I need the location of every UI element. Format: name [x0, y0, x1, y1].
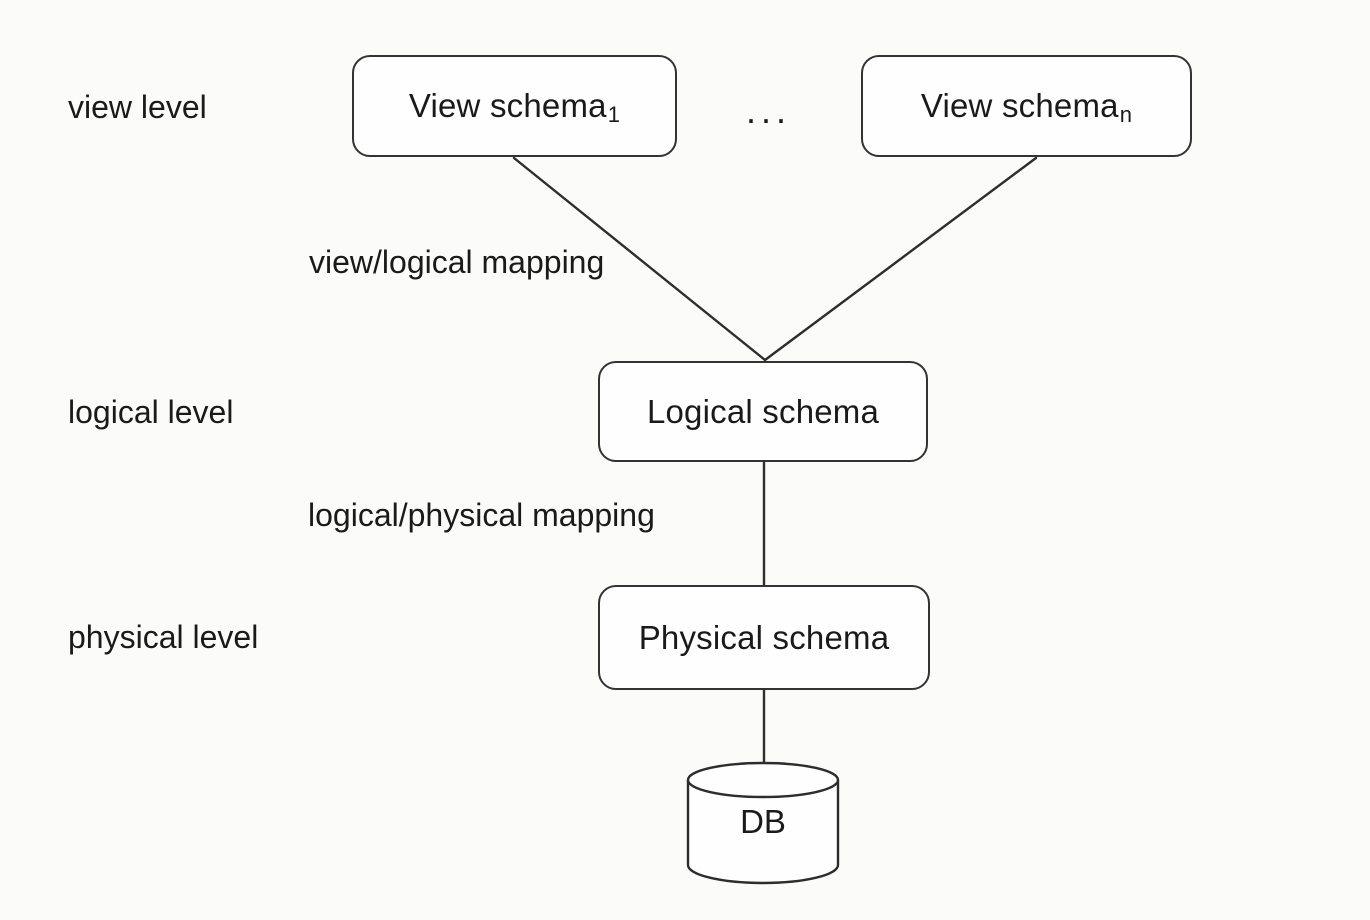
mapping-label-logical-physical: logical/physical mapping: [308, 497, 655, 533]
mapping-label-view-logical: view/logical mapping: [309, 244, 605, 280]
box-view-schema-1-label: View schema: [408, 87, 607, 124]
level-label-physical: physical level: [68, 619, 259, 655]
box-view-schema-1-subscript: 1: [607, 102, 621, 127]
db-cylinder: [686, 761, 840, 885]
ellipsis-dots: ...: [746, 90, 792, 131]
box-view-schema-n-label: View schema: [920, 87, 1119, 124]
box-logical-schema: Logical schema: [598, 361, 928, 462]
box-view-schema-n-subscript: n: [1119, 102, 1133, 127]
level-label-logical: logical level: [68, 394, 234, 430]
db-label: DB: [740, 803, 786, 840]
box-logical-schema-label: Logical schema: [646, 392, 880, 430]
box-physical-schema: Physical schema: [598, 585, 930, 690]
level-label-view: view level: [68, 89, 207, 125]
box-physical-schema-label: Physical schema: [638, 618, 890, 656]
connector-view1-logical: [512, 156, 767, 362]
connector-viewn-logical: [763, 156, 1038, 362]
